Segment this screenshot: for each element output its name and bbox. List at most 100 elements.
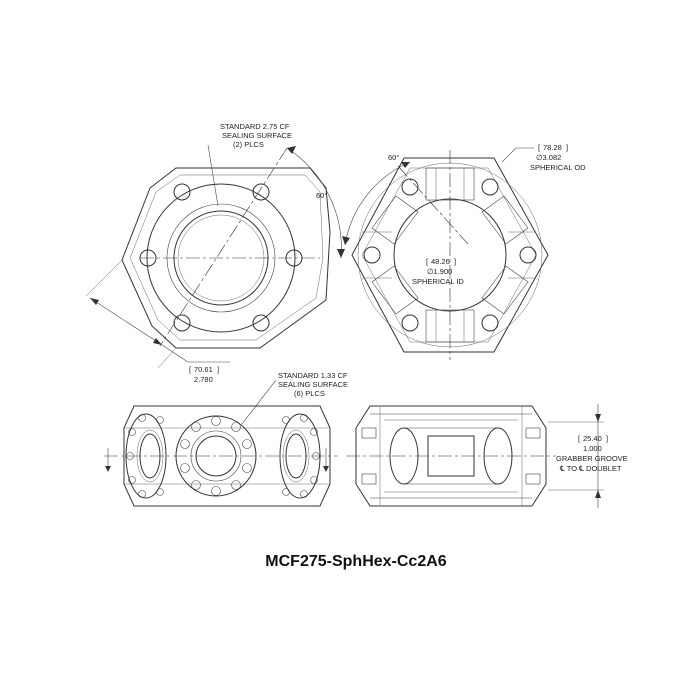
bolt-hole <box>156 488 164 496</box>
width-imperial: 2.780 <box>194 375 213 384</box>
groove-imperial: 1.000 <box>583 444 602 453</box>
right-port-seal <box>282 429 310 483</box>
width-extension-line <box>85 259 123 297</box>
arrow-head <box>153 338 162 345</box>
od-metric-open: [ <box>538 143 541 152</box>
arrow-head <box>342 236 350 245</box>
groove-label: GRABBER GROOVE <box>556 454 628 463</box>
right-port-bore <box>285 433 307 479</box>
bolt-hole <box>231 480 241 490</box>
section-outline <box>355 405 547 507</box>
arrow-head <box>90 298 99 305</box>
od-metric-close: ] <box>566 143 568 152</box>
side-bolt-hole <box>519 246 537 264</box>
groove-slot <box>525 427 541 439</box>
side-hex-inner-outline <box>361 167 537 343</box>
bolt-hole <box>310 476 318 484</box>
side-angle-arc <box>344 161 411 246</box>
bolt-hole <box>128 476 136 484</box>
groove-metric-close: ] <box>606 434 608 443</box>
bolt-hole <box>191 422 201 432</box>
side-angle-label: 60° <box>388 153 399 162</box>
bolt-hole <box>242 463 252 473</box>
part-number-title: MCF275-SphHex-Cc2A6 <box>265 553 446 570</box>
left-port-bore <box>139 433 161 479</box>
side-hex-outline <box>351 157 549 353</box>
bolt-hole <box>128 428 136 436</box>
side-centerline-diagonal <box>397 165 469 245</box>
center-flange-seal <box>190 430 242 482</box>
id-metric: 48.26 <box>431 257 450 266</box>
bolt-hole <box>252 183 270 201</box>
groove-metric-open: [ <box>578 434 581 443</box>
bolt-hole <box>310 428 318 436</box>
arrow-head <box>287 146 296 154</box>
arrow-head <box>337 249 345 258</box>
body-outline <box>123 405 331 507</box>
groove-metric: 25.40 <box>583 434 602 443</box>
groove-label-2: ℄ TO ℄ DOUBLET <box>559 464 622 473</box>
bolt-hole <box>156 416 164 424</box>
side-bolt-hole <box>363 246 381 264</box>
front-hex-inner-outline <box>129 174 324 341</box>
front-centerline-diagonal <box>159 147 288 347</box>
bolt-hole <box>282 488 290 496</box>
arrow-head <box>595 490 601 498</box>
width-leader <box>161 344 189 363</box>
bottom-right-view: [ 25.40 ] 1.000 GRABBER GROOVE ℄ TO ℄ DO… <box>346 404 628 508</box>
groove-slot <box>525 473 541 485</box>
side-bolt-hole <box>401 314 419 332</box>
bottom-left-view: STANDARD 1.33 CF SEALING SURFACE (6) PLC… <box>104 371 348 507</box>
bolt-hole <box>211 416 221 426</box>
side-bolt-hole <box>401 178 419 196</box>
front-angle-arc <box>286 147 342 259</box>
id-metric-close: ] <box>454 257 456 266</box>
od-imperial: ∅3.082 <box>536 153 561 162</box>
center-flange-outer <box>175 415 257 497</box>
bolt-hole <box>300 490 308 498</box>
width-dimension-line <box>89 297 163 346</box>
bottom-sealing-note-line-2: SEALING SURFACE <box>278 380 348 389</box>
id-imperial: ∅1.900 <box>427 267 452 276</box>
bolt-hole <box>126 452 134 460</box>
bolt-hole <box>312 452 320 460</box>
front-angle-label: 60° <box>316 191 327 200</box>
bolt-hole <box>282 416 290 424</box>
port-boss-upper-right <box>481 195 529 245</box>
width-metric-close: ] <box>217 365 219 374</box>
arrow-head <box>105 466 111 472</box>
side-bolt-hole <box>481 314 499 332</box>
bolt-hole <box>252 314 270 332</box>
bolt-hole <box>300 414 308 422</box>
bottom-sealing-note-line-3: (6) PLCS <box>294 389 325 398</box>
od-leader <box>501 147 517 163</box>
bottom-sealing-note-line-1: STANDARD 1.33 CF <box>278 371 348 380</box>
od-metric: 78.28 <box>543 143 562 152</box>
bolt-hole <box>211 486 221 496</box>
bolt-hole <box>173 314 191 332</box>
front-view: 60° STANDARD 2.75 CF SEALING SURFACE (2)… <box>85 122 345 384</box>
side-bolt-hole <box>481 178 499 196</box>
groove-slot <box>361 427 377 439</box>
arrow-head <box>595 414 601 422</box>
arrow-head <box>401 162 410 168</box>
left-port-seal <box>136 429 164 483</box>
bolt-hole <box>173 183 191 201</box>
center-flange-bore <box>195 435 237 477</box>
bolt-hole <box>191 480 201 490</box>
width-extension-line <box>157 347 177 369</box>
port-boss-lower-left <box>371 265 419 315</box>
side-view: 60° [ 78.28 ] ∅3.082 SPHERICAL OD [ 48.2… <box>342 143 586 360</box>
id-label: SPHERICAL ID <box>412 277 464 286</box>
front-sealing-note-line-1: STANDARD 2.75 CF <box>220 122 290 131</box>
front-sealing-note-line-2: SEALING SURFACE <box>222 131 292 140</box>
bolt-hole <box>180 463 190 473</box>
bolt-hole <box>138 414 146 422</box>
width-metric: 70.61 <box>194 365 213 374</box>
id-metric-open: [ <box>426 257 429 266</box>
port-boss-upper-left <box>371 195 419 245</box>
left-port-outer <box>125 413 167 499</box>
groove-slot <box>361 473 377 485</box>
front-sealing-note-line-3: (2) PLCS <box>233 140 264 149</box>
